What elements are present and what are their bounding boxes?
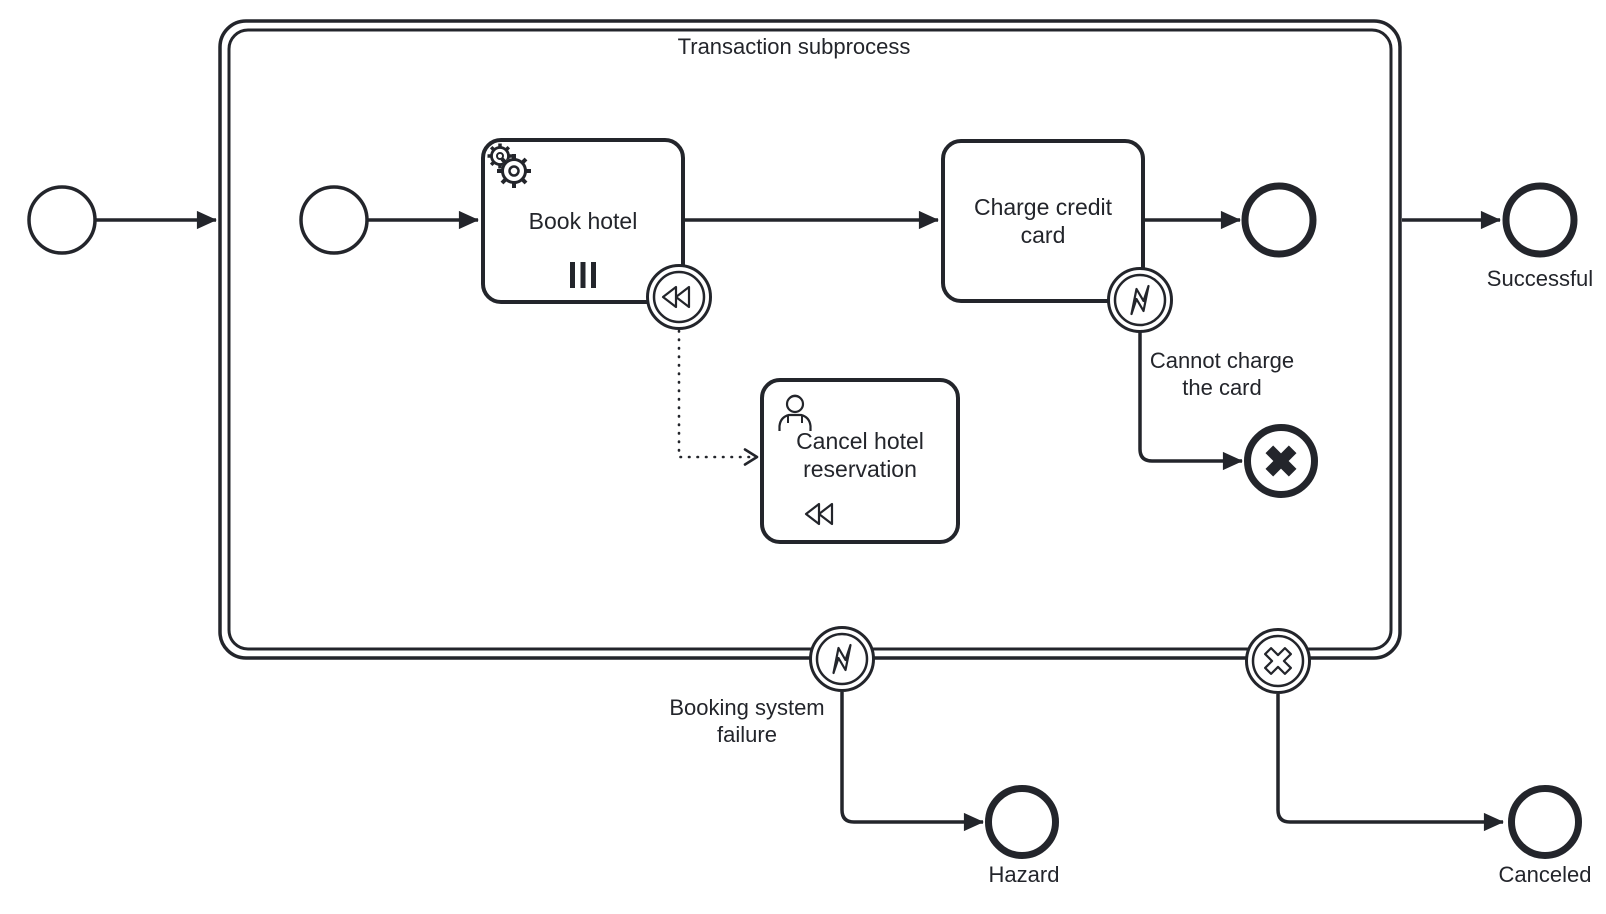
x-cross-icon: [1264, 647, 1292, 675]
end-event-successful[interactable]: [1502, 182, 1578, 258]
rewind-icon: [661, 285, 691, 309]
start-event-outer[interactable]: [27, 185, 97, 255]
boundary-event-compensation[interactable]: [646, 264, 712, 330]
boundary-event-error-charge[interactable]: [1107, 267, 1173, 333]
association-arrowhead: [743, 448, 759, 466]
boundary-event-cancel-subprocess[interactable]: [1245, 628, 1311, 694]
end-event-inner[interactable]: [1241, 182, 1317, 258]
flow-error-to-cancelend: [1138, 332, 1243, 471]
flow-cancelboundary-to-canceled: [1276, 694, 1504, 832]
subprocess-title: Transaction subprocess: [677, 34, 911, 59]
event-label-canceled: Canceled: [1498, 862, 1592, 887]
task-charge-credit-card[interactable]: [941, 139, 1145, 303]
association-compensation: [677, 329, 755, 459]
task-cancel-hotel-reservation[interactable]: [760, 378, 960, 544]
start-event-inner[interactable]: [299, 185, 369, 255]
end-event-hazard[interactable]: [985, 785, 1059, 859]
error-lightning-icon: [1130, 284, 1150, 316]
task-label-cancel-hotel-reservation: Cancel hotel reservation: [796, 428, 924, 482]
flow-bookingfailure-to-hazard: [840, 692, 984, 832]
gear-icon: [487, 143, 531, 188]
compensation-icon: [804, 502, 834, 526]
error-lightning-icon: [832, 643, 852, 675]
x-cross-icon: [1265, 445, 1297, 477]
end-event-canceled[interactable]: [1508, 785, 1582, 859]
task-label-charge-credit-card: Charge credit card: [973, 194, 1113, 248]
event-label-booking-system-failure: Booking system failure: [669, 695, 825, 747]
task-book-hotel[interactable]: [481, 138, 685, 304]
boundary-event-error-subprocess[interactable]: [809, 626, 875, 692]
end-event-cancel-cannot-charge[interactable]: [1244, 424, 1318, 498]
subprocess-transaction[interactable]: [218, 19, 1402, 660]
event-label-cannot-charge: Cannot charge the card: [1149, 348, 1295, 400]
event-label-hazard: Hazard: [988, 862, 1060, 887]
task-label-book-hotel: Book hotel: [528, 208, 638, 234]
parallel-multi-instance-icon: [570, 262, 596, 288]
user-icon: [778, 394, 812, 431]
event-label-successful: Successful: [1486, 266, 1594, 291]
